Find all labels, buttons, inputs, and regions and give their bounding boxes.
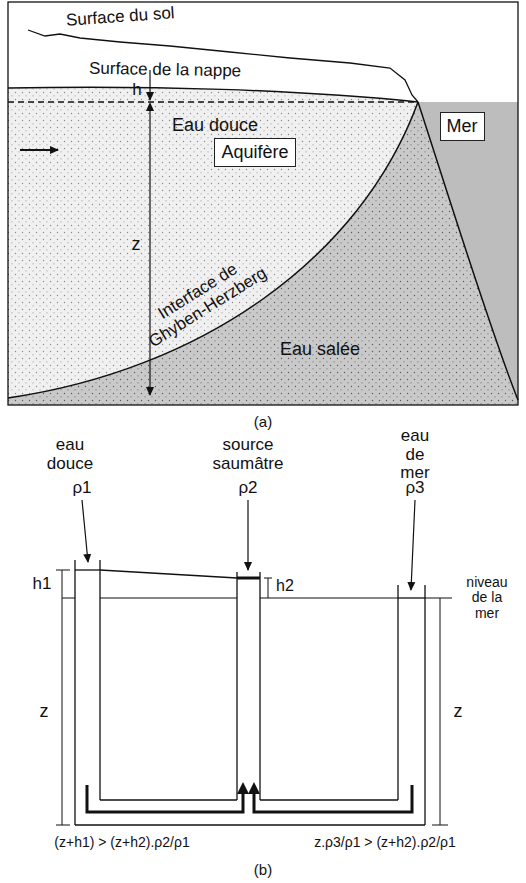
density-symbol: ρ3 (405, 479, 424, 498)
flow-arrow (87, 785, 243, 812)
panel-caption: (a) (254, 414, 272, 431)
zone-label: Eau douce (172, 116, 258, 136)
fluid-label: eau douce (45, 436, 95, 473)
fluid-label: source saumâtre (208, 436, 288, 473)
pointer-arrow (411, 500, 415, 590)
dimension-label: h (132, 81, 141, 100)
aquifer-box: Aquifère (214, 138, 295, 167)
flow-arrow (20, 149, 58, 151)
surface-label: Surface de la nappe (89, 59, 241, 80)
box-text: Aquifère (221, 142, 288, 163)
dimension-label: z (40, 702, 49, 722)
dimension-label: z (132, 235, 141, 255)
surface-label: Surface du sol (65, 4, 175, 30)
formula: (z+h1) > (z+h2).ρ2/ρ1 (54, 835, 189, 850)
density-symbol: ρ2 (238, 479, 257, 498)
pointer-arrow (247, 500, 248, 570)
dimension-lines (56, 570, 448, 825)
salt-water-zone (8, 102, 518, 405)
water-table (8, 87, 418, 102)
z-arrow (149, 104, 150, 395)
fluid-label: eau de mer (390, 427, 440, 483)
panel-caption: (b) (254, 862, 272, 879)
interface-line (8, 102, 418, 398)
sea-level-label: niveau de la mer (462, 575, 512, 621)
spring-level (237, 577, 260, 580)
ground-surface (28, 30, 418, 102)
sea-box: Mer (440, 112, 485, 141)
sea-floor (418, 102, 518, 400)
dimension-label: h2 (276, 577, 294, 595)
panel-frame (8, 2, 518, 405)
sea-water-level (398, 597, 425, 598)
sea-level-line (62, 598, 452, 599)
sea-level-dashed (8, 101, 418, 102)
density-symbol: ρ1 (72, 479, 91, 498)
dimension-label: z (454, 702, 463, 722)
pointer-arrow (82, 500, 88, 562)
dimension-label: h1 (33, 575, 52, 594)
zone-label: Eau salée (280, 340, 360, 360)
sea (418, 102, 518, 400)
flow-arrow (254, 785, 412, 812)
box-text: Mer (447, 116, 478, 137)
u-tube (75, 560, 425, 825)
formula: z.ρ3/ρ1 > (z+h2).ρ2/ρ1 (314, 835, 456, 850)
